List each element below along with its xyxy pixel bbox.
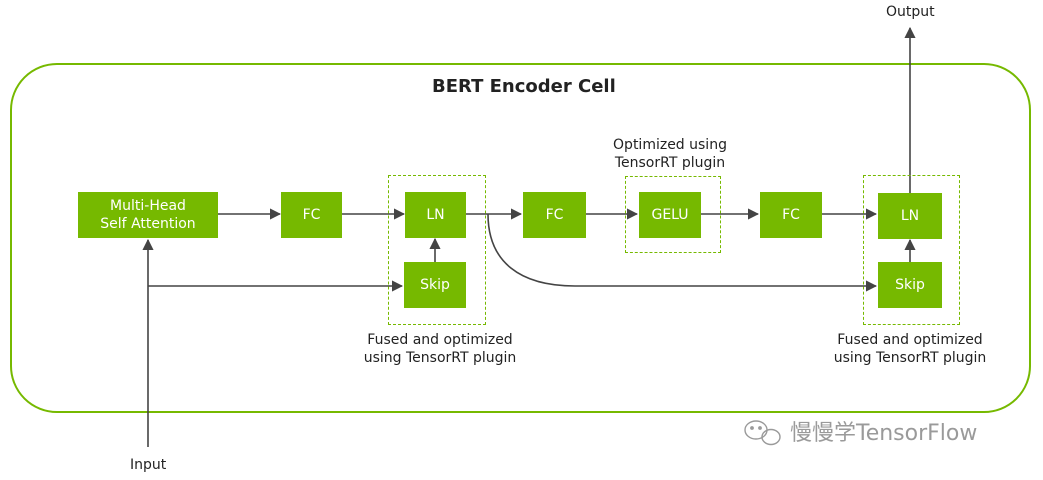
gelu-annotation-line-1: Optimized using [613, 137, 727, 153]
fc-node-1: FC [281, 192, 342, 238]
output-label: Output [886, 4, 935, 20]
fc-node-2: FC [523, 192, 586, 238]
fusion-annotation-1: Fused and optimized using TensorRT plugi… [350, 331, 530, 367]
ln-node-2: LN [878, 193, 942, 239]
fusion-annotation-1-line-2: using TensorRT plugin [363, 350, 517, 366]
watermark-logo [744, 420, 781, 446]
ln-node-1: LN [405, 192, 466, 238]
gelu-annotation: Optimized using TensorRT plugin [590, 136, 750, 172]
fc-node-3: FC [760, 192, 822, 238]
input-label: Input [130, 457, 167, 473]
encoder-cell-border [10, 63, 1031, 413]
skip-node-2: Skip [878, 262, 942, 308]
fusion-annotation-1-line-1: Fused and optimized [367, 332, 513, 348]
fusion-annotation-2-line-1: Fused and optimized [837, 332, 983, 348]
fusion-annotation-2-line-2: using TensorRT plugin [833, 350, 987, 366]
gelu-node: GELU [639, 192, 701, 238]
gelu-annotation-line-2: TensorRT plugin [614, 155, 726, 171]
multi-head-attention-node: Multi-Head Self Attention [78, 192, 218, 238]
gelu-plugin-group [625, 176, 721, 253]
arrow-residual-to-skip2 [487, 213, 878, 292]
watermark-text: 慢慢学TensorFlow [790, 421, 978, 446]
cell-title: BERT Encoder Cell [432, 76, 616, 97]
mha-label-line-2: Self Attention [100, 216, 196, 232]
mha-label-line-1: Multi-Head [110, 198, 186, 214]
fusion-group-1 [388, 175, 486, 325]
fusion-annotation-2: Fused and optimized using TensorRT plugi… [820, 331, 1000, 367]
skip-node-1: Skip [404, 262, 466, 308]
fusion-group-2 [863, 175, 960, 325]
